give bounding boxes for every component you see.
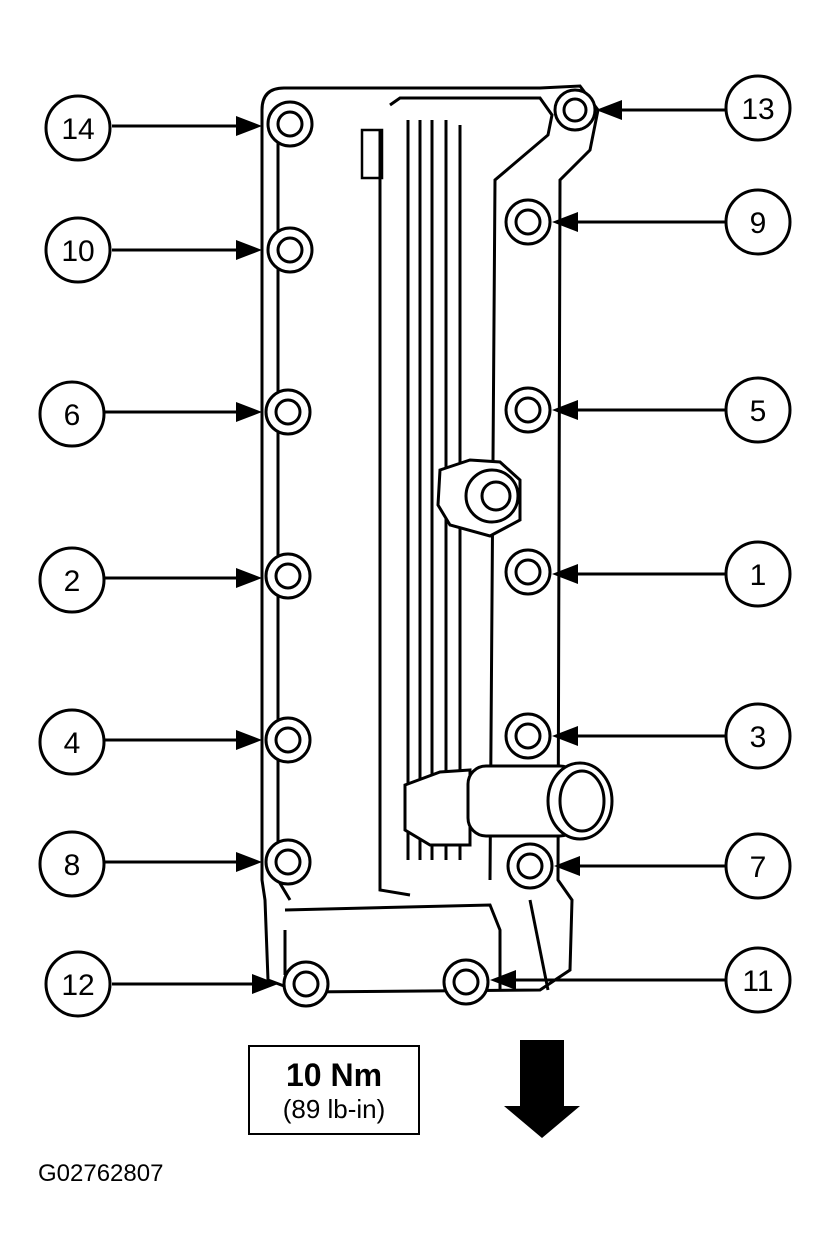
callout-circle-2 (38, 546, 106, 614)
bolt-13 (553, 88, 597, 132)
callout-label-2: 2 (64, 565, 81, 598)
bolt-8 (264, 838, 312, 886)
callout-circle-6 (38, 380, 106, 448)
callout-label-13: 13 (741, 93, 774, 126)
callout-circle-12 (44, 950, 112, 1018)
callout-label-7: 7 (750, 851, 767, 884)
torque-value-lbin: (89 lb-in) (282, 1094, 386, 1124)
callout-circle-13 (724, 74, 792, 142)
bolt-2 (264, 552, 312, 600)
leader-lines (104, 108, 726, 986)
callout-label-9: 9 (750, 207, 767, 240)
bolt-11 (442, 958, 490, 1006)
callout-label-1: 1 (750, 559, 767, 592)
bolt-7 (506, 842, 554, 890)
arrowheads (236, 100, 622, 994)
breather-tube (403, 761, 614, 847)
bolt-5 (504, 386, 552, 434)
callout-label-3: 3 (750, 721, 767, 754)
callout-label-11: 11 (742, 965, 773, 998)
callout-label-4: 4 (64, 727, 81, 760)
bolt-12 (282, 960, 330, 1008)
callout-circle-9 (724, 188, 792, 256)
bolt-4 (264, 716, 312, 764)
callout-circle-5 (724, 376, 792, 444)
callout-label-8: 8 (64, 849, 81, 882)
callout-label-12: 12 (61, 969, 94, 1002)
sensor-boss (436, 458, 522, 538)
cover-bolts (264, 88, 597, 1008)
bolt-10 (266, 226, 314, 274)
callout-circle-10 (44, 216, 112, 284)
callout-label-14: 14 (61, 113, 94, 146)
callout-circle-4 (38, 708, 106, 776)
bolt-14 (266, 100, 314, 148)
bolt-3 (504, 712, 552, 760)
figure-id: G02762807 (38, 1160, 164, 1187)
callout-label-6: 6 (64, 399, 81, 432)
callout-labels: 14 10 6 2 4 8 12 13 9 5 1 3 7 11 (61, 93, 774, 1002)
callout-label-5: 5 (750, 395, 767, 428)
bolt-1 (504, 548, 552, 596)
bolt-6 (264, 388, 312, 436)
bolt-9 (504, 198, 552, 246)
torque-spec-box: 10 Nm (89 lb-in) (248, 1045, 420, 1135)
callout-circles (38, 74, 792, 1018)
down-arrow-icon (504, 1040, 580, 1138)
callout-circle-7 (724, 832, 792, 900)
callout-circle-3 (724, 702, 792, 770)
callout-circle-14 (44, 94, 112, 162)
callout-circle-1 (724, 540, 792, 608)
torque-value-nm: 10 Nm (285, 1057, 383, 1093)
callout-circle-8 (38, 830, 106, 898)
callout-label-10: 10 (61, 235, 94, 268)
callout-circle-11 (724, 946, 792, 1014)
